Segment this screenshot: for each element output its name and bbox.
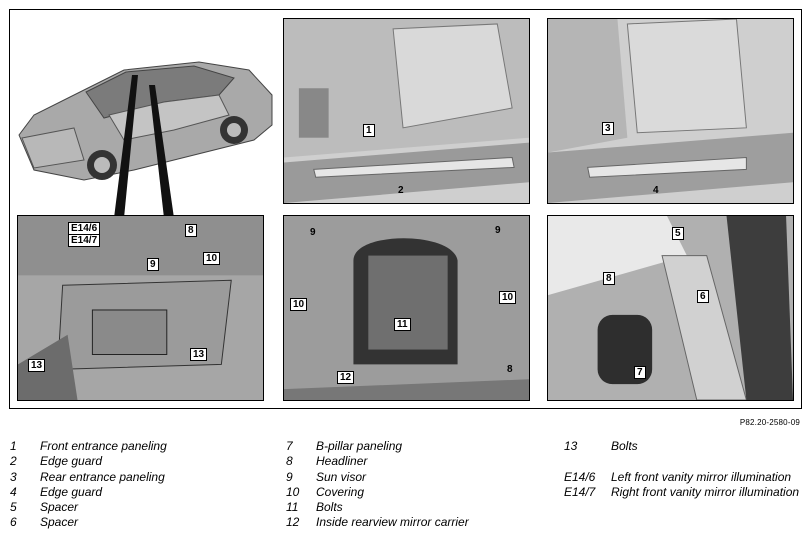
legend-item: 4 Edge guard — [10, 485, 167, 500]
legend-item: 10 Covering — [286, 485, 469, 500]
callout-5: 5 — [672, 227, 684, 240]
legend-col-2: 7 B-pillar paneling 8 Headliner 9 Sun visor… — [286, 439, 469, 531]
car-overview-illustration — [14, 40, 278, 218]
legend-text: Spacer — [40, 515, 79, 530]
legend-item: 3 Rear entrance paneling — [10, 470, 167, 485]
legend-num: 13 — [564, 439, 578, 453]
panel-b-pillar: 5 8 6 7 — [547, 215, 794, 401]
legend-col-3: 13 Bolts E14/6 Left front vanity mirror il… — [564, 439, 801, 515]
callout-13-left: 13 — [28, 359, 46, 372]
callout-9-left: 9 — [310, 227, 316, 238]
legend-num: E14/7 — [564, 484, 596, 499]
callout-13-right: 13 — [190, 348, 208, 361]
callout-11: 11 — [394, 318, 411, 331]
callout-12: 12 — [337, 371, 355, 384]
legend-item: 13 Bolts — [564, 439, 801, 454]
legend-text: Bolts — [316, 500, 343, 515]
legend-item: E14/7 Right front vanity mirror illuminat… — [564, 485, 801, 515]
legend-text: Left front vanity mirror illumination — [611, 469, 792, 484]
legend-num: 2 — [10, 454, 17, 469]
panel-headliner-front: 9 9 10 10 11 12 8 — [283, 215, 530, 401]
legend-text: Covering — [316, 484, 365, 499]
legend-item: 5 Spacer — [10, 500, 167, 515]
legend-item: 1 Front entrance paneling — [10, 439, 167, 454]
panel-front-entrance: 1 2 — [283, 18, 530, 204]
legend-text: Bolts — [611, 439, 638, 453]
callout-10: 10 — [203, 252, 221, 265]
legend-text: Inside rearview mirror carrier — [316, 515, 469, 530]
legend-num: 7 — [286, 439, 293, 453]
legend-num: 10 — [286, 484, 300, 499]
legend-text: Front entrance paneling — [40, 439, 167, 453]
callout-10-left: 10 — [290, 298, 308, 311]
callout-9-right: 9 — [495, 225, 501, 236]
callout-1: 1 — [363, 124, 375, 137]
legend-text: Headliner — [316, 454, 368, 469]
legend-num: 8 — [286, 454, 293, 469]
legend-text: B-pillar paneling — [316, 439, 403, 453]
legend-text: Edge guard — [40, 454, 103, 469]
legend-num: 4 — [10, 484, 17, 499]
legend-text: Rear entrance paneling — [40, 469, 165, 484]
figure-frame — [9, 9, 802, 409]
legend-num: E14/6 — [564, 469, 596, 484]
legend-item: 12 Inside rearview mirror carrier — [286, 515, 469, 530]
legend-num: 12 — [286, 515, 300, 530]
callout-8: 8 — [507, 364, 513, 375]
callout-e14-7: E14/7 — [68, 234, 101, 247]
figure-id: P82.20-2580-09 — [739, 418, 800, 427]
legend-num: 3 — [10, 469, 17, 484]
legend-item: 8 Headliner — [286, 454, 469, 469]
panel-rear-entrance: 3 4 — [547, 18, 794, 204]
callout-3: 3 — [602, 122, 614, 135]
legend-text: Spacer — [40, 500, 79, 515]
legend-num: 1 — [10, 439, 17, 453]
legend-spacer — [564, 454, 801, 469]
callout-8: 8 — [603, 272, 615, 285]
panel-sun-visor: E14/6 E14/7 8 9 10 13 13 — [17, 215, 264, 401]
legend-item: 2 Edge guard — [10, 454, 167, 469]
legend-num: 6 — [10, 515, 17, 530]
legend-item: E14/6 Left front vanity mirror illuminati… — [564, 470, 801, 485]
legend-item: 11 Bolts — [286, 500, 469, 515]
callout-8: 8 — [185, 224, 197, 237]
legend-text: Edge guard — [40, 484, 103, 499]
callout-4: 4 — [653, 185, 659, 196]
legend-num: 11 — [286, 500, 299, 515]
legend-item: 7 B-pillar paneling — [286, 439, 469, 454]
callout-2: 2 — [398, 185, 404, 196]
callout-6: 6 — [697, 290, 709, 303]
legend-item: 6 Spacer — [10, 515, 167, 530]
legend-text: Sun visor — [316, 469, 367, 484]
legend-text: Right front vanity mirror illumination — [611, 484, 800, 499]
legend-num: 5 — [10, 500, 17, 515]
callout-7: 7 — [634, 366, 646, 379]
legend-item: 9 Sun visor — [286, 470, 469, 485]
callout-10-right: 10 — [499, 291, 517, 304]
legend-num: 9 — [286, 469, 293, 484]
callout-9: 9 — [147, 258, 159, 271]
